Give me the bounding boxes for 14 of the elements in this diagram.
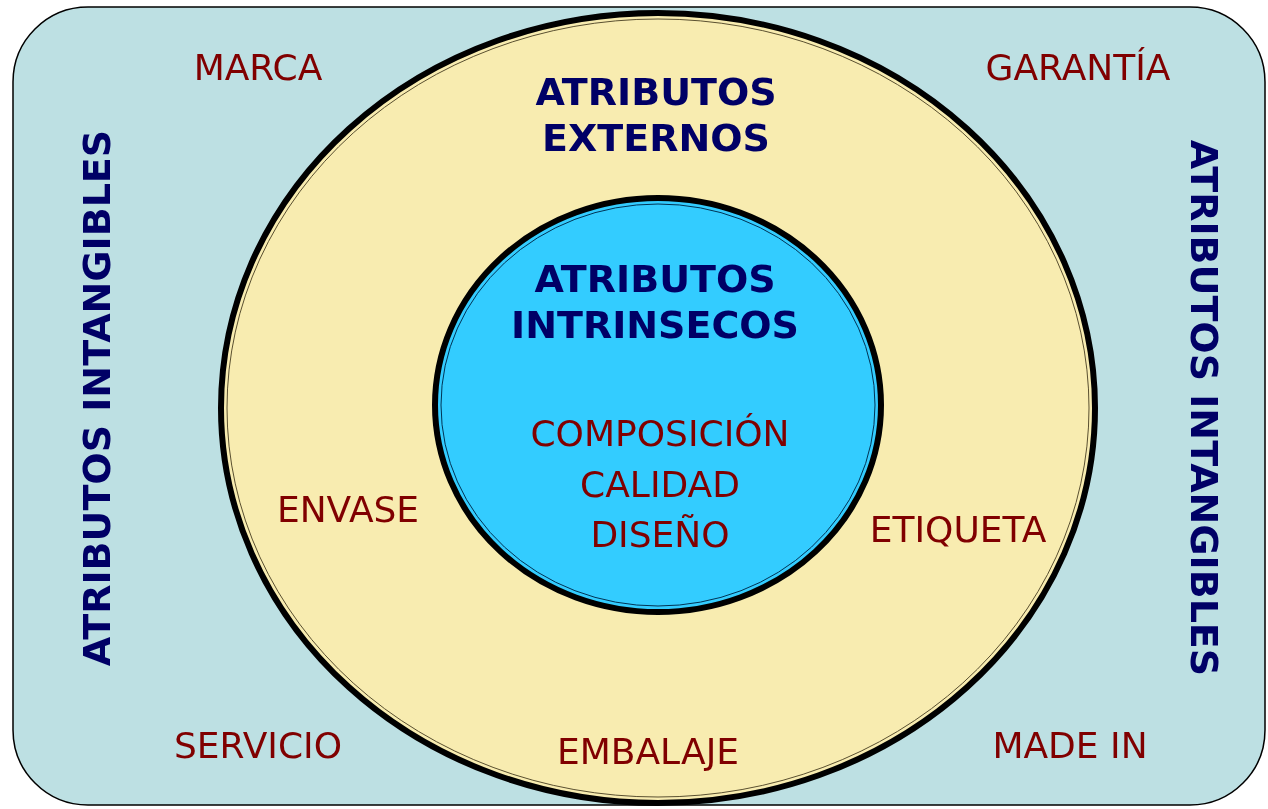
attribute-label: ETIQUETA <box>869 508 1047 552</box>
attribute-label: ENVASE <box>276 488 420 532</box>
attribute-label: COMPOSICIÓN <box>530 412 790 456</box>
attribute-label: EMBALAJE <box>557 730 739 774</box>
ring-heading: ATRIBUTOS EXTERNOS <box>534 70 778 162</box>
attribute-label: DISEÑO <box>590 513 730 557</box>
circle-heading: ATRIBUTOS INTRINSECOS <box>510 257 800 349</box>
vertical-heading: ATRIBUTOS INTANGIBLES <box>1180 139 1226 677</box>
attribute-label: CALIDAD <box>580 463 740 507</box>
vertical-heading: ATRIBUTOS INTANGIBLES <box>75 129 121 667</box>
attribute-label: MADE IN <box>992 724 1148 768</box>
attribute-label: SERVICIO <box>174 724 342 768</box>
attribute-label: MARCA <box>193 46 323 90</box>
attribute-label: GARANTÍA <box>985 46 1171 90</box>
